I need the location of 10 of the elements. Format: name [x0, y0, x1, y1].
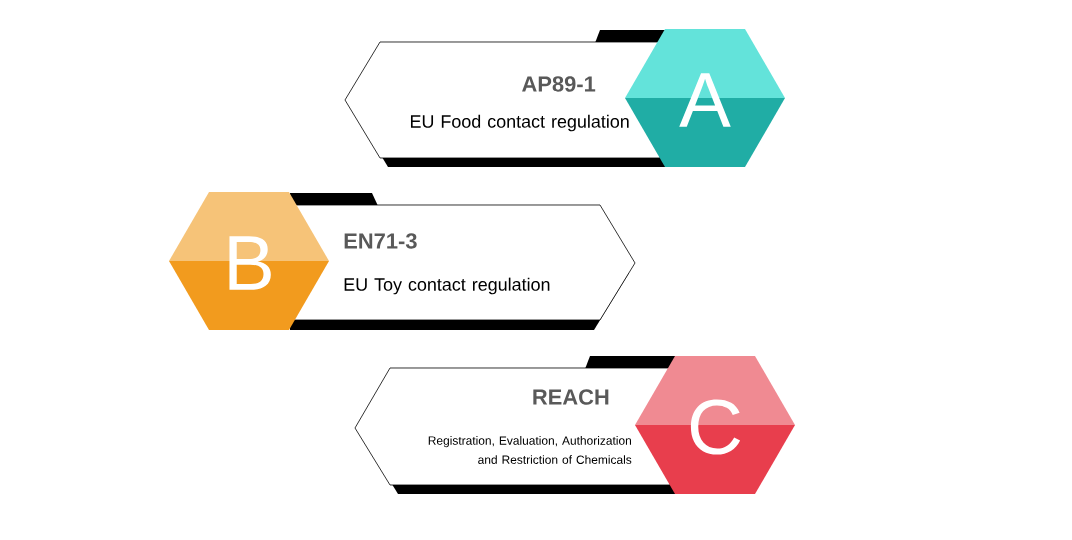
hexagon-badge: C [635, 356, 795, 494]
banner-title: AP89-1 [522, 76, 596, 92]
hexagon-badge: B [169, 192, 329, 330]
banner-title: EN71-3 [344, 233, 417, 249]
banner [289, 193, 636, 330]
banner-text: EU Toy contact regulation [344, 277, 550, 295]
banner [354, 356, 678, 494]
banner [344, 30, 668, 167]
banner-text: Registration, Evaluation, Authorization and Restriction of Chemicals [428, 436, 632, 464]
banner-title: REACH [533, 389, 609, 405]
